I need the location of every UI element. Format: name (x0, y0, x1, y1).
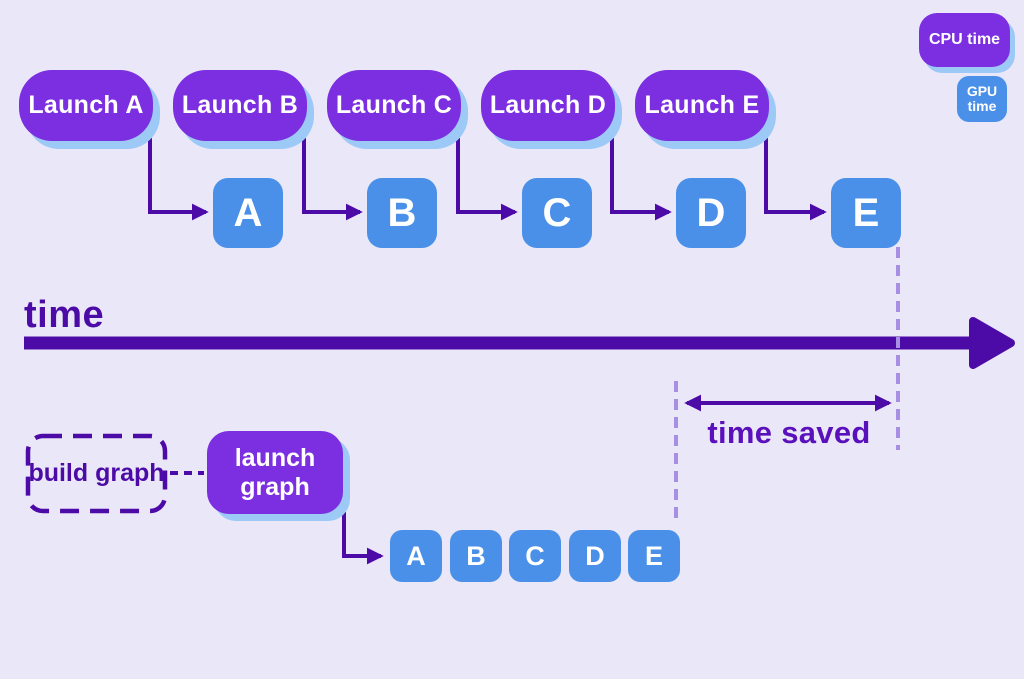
launch-e-label: Launch E (644, 91, 760, 119)
launch-a-bubble: Launch A (19, 70, 153, 141)
build-graph-label: build graph (28, 459, 165, 488)
arrow-launch-c-to-task-c (456, 138, 518, 221)
gpu-task-c-square: C (522, 178, 592, 248)
legend-cpu-time-badge: CPU time (919, 13, 1010, 67)
launch-graph-bubble: launch graph (207, 431, 343, 514)
time-axis-arrowhead-icon (969, 317, 1015, 369)
launch-d-label: Launch D (489, 91, 607, 119)
launch-b-label: Launch B (181, 91, 299, 119)
gpu-task-e-label: E (852, 190, 880, 235)
launch-c-label: Launch C (335, 91, 453, 119)
bottom-edge-strip (0, 679, 1024, 683)
gpu-task-e-square: E (831, 178, 901, 248)
graph-task-c-label: C (525, 540, 545, 571)
graph-task-b-label: B (466, 540, 486, 571)
graph-task-c-square: C (509, 530, 561, 582)
arrow-launch-graph-to-tasks (342, 512, 384, 565)
legend-gpu-time-badge: GPU time (957, 76, 1007, 122)
arrow-launch-d-to-task-d (610, 138, 672, 221)
arrow-launch-b-to-task-b (302, 138, 363, 221)
launch-a-label: Launch A (28, 91, 144, 119)
gpu-task-d-square: D (676, 178, 746, 248)
graph-task-a-label: A (406, 540, 426, 571)
launch-d-bubble: Launch D (481, 70, 615, 141)
launch-c-bubble: Launch C (327, 70, 461, 141)
gpu-task-b-label: B (387, 190, 417, 235)
graph-task-e-label: E (644, 540, 663, 571)
build-graph-box: build graph (26, 434, 167, 513)
gpu-task-a-label: A (233, 190, 263, 235)
legend-cpu-time-label: CPU time (928, 31, 1001, 48)
arrow-launch-a-to-task-a (148, 138, 209, 221)
gpu-task-c-label: C (542, 190, 572, 235)
gpu-task-d-label: D (696, 190, 726, 235)
time-saved-label: time saved (707, 415, 871, 450)
graph-task-d-label: D (585, 540, 605, 571)
time-axis-label: time (24, 294, 105, 336)
arrow-launch-e-to-task-e (764, 138, 827, 221)
launch-b-bubble: Launch B (173, 70, 307, 141)
graph-task-d-square: D (569, 530, 621, 582)
graph-task-b-square: B (450, 530, 502, 582)
gpu-task-b-square: B (367, 178, 437, 248)
gpu-task-a-square: A (213, 178, 283, 248)
launch-e-bubble: Launch E (635, 70, 769, 141)
graph-task-e-square: E (628, 530, 680, 582)
legend-gpu-time-label: GPU time (966, 82, 998, 114)
launch-graph-label: launch graph (234, 443, 316, 501)
graph-task-a-square: A (390, 530, 442, 582)
